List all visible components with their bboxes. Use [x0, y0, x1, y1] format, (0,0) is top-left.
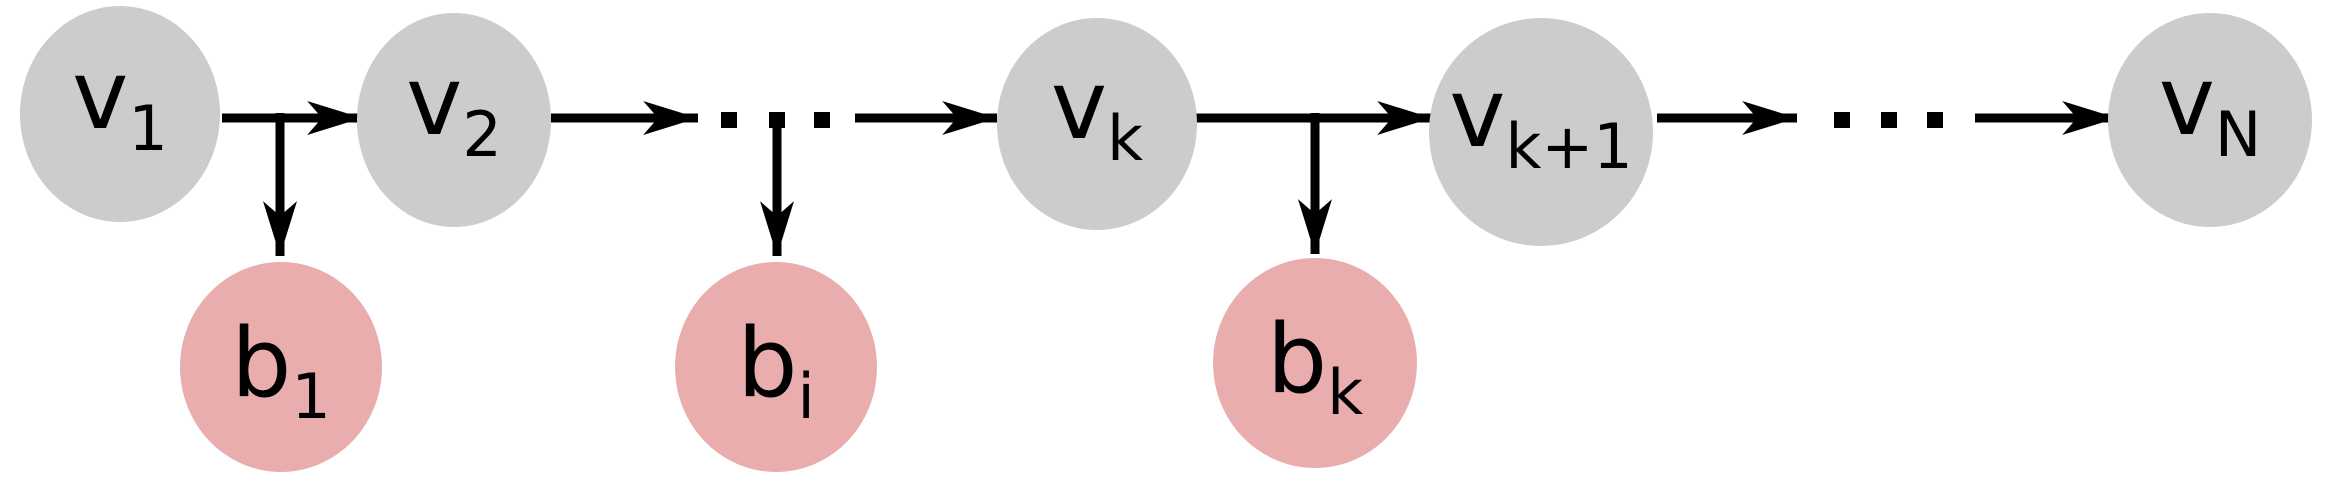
- node-b1: b1: [180, 262, 382, 472]
- node-v1-main: v: [72, 41, 128, 151]
- node-vk-main: v: [1051, 51, 1107, 161]
- node-b1-shape: [180, 262, 382, 472]
- node-vN-shape: [2108, 13, 2312, 227]
- node-vk1: vk+1: [1429, 18, 1653, 246]
- ellipsis-dot: [1927, 112, 1943, 128]
- ellipsis-2: [1834, 112, 1943, 128]
- node-bi-main: b: [737, 309, 797, 419]
- ellipsis-dot: [769, 112, 785, 128]
- ellipsis-1: [721, 112, 830, 128]
- node-bi: bi: [675, 262, 877, 472]
- node-vk1-sub: k+1: [1505, 110, 1632, 183]
- node-bi-shape: [675, 262, 877, 472]
- node-vk-sub: k: [1107, 102, 1143, 175]
- node-bk: bk: [1213, 258, 1417, 468]
- node-vk1-label: vk+1: [1449, 59, 1633, 183]
- node-v1-shape: [20, 6, 220, 222]
- node-v2-shape: [357, 13, 551, 227]
- ellipsis-dot: [1881, 112, 1897, 128]
- node-vk-shape: [997, 18, 1197, 230]
- node-v2-sub: 2: [462, 98, 501, 171]
- node-bk-label: bk: [1267, 305, 1363, 429]
- node-v2: v2: [357, 13, 551, 227]
- node-bi-label: bi: [737, 309, 815, 433]
- node-b1-label: b1: [231, 309, 331, 433]
- node-vk-label: vk: [1051, 51, 1143, 175]
- node-bi-sub: i: [798, 360, 815, 433]
- node-vN-label: vN: [2159, 47, 2262, 171]
- node-v1: v1: [20, 6, 220, 222]
- node-v1-sub: 1: [128, 92, 167, 165]
- node-v2-label: v2: [406, 47, 502, 171]
- node-v1-label: v1: [72, 41, 168, 165]
- node-vk: vk: [997, 18, 1197, 230]
- node-bk-sub: k: [1327, 356, 1363, 429]
- node-vN-main: v: [2159, 47, 2215, 157]
- node-bk-main: b: [1267, 305, 1327, 415]
- node-vk1-shape: [1429, 18, 1653, 246]
- ellipsis-dot: [814, 112, 830, 128]
- node-bk-shape: [1213, 258, 1417, 468]
- node-b1-main: b: [231, 309, 291, 419]
- ellipsis-dot: [721, 112, 737, 128]
- node-v2-main: v: [406, 47, 462, 157]
- ellipsis-dot: [1834, 112, 1850, 128]
- node-vN: vN: [2108, 13, 2312, 227]
- node-b1-sub: 1: [291, 360, 330, 433]
- node-vN-sub: N: [2215, 98, 2261, 171]
- node-vk1-main: v: [1449, 59, 1505, 169]
